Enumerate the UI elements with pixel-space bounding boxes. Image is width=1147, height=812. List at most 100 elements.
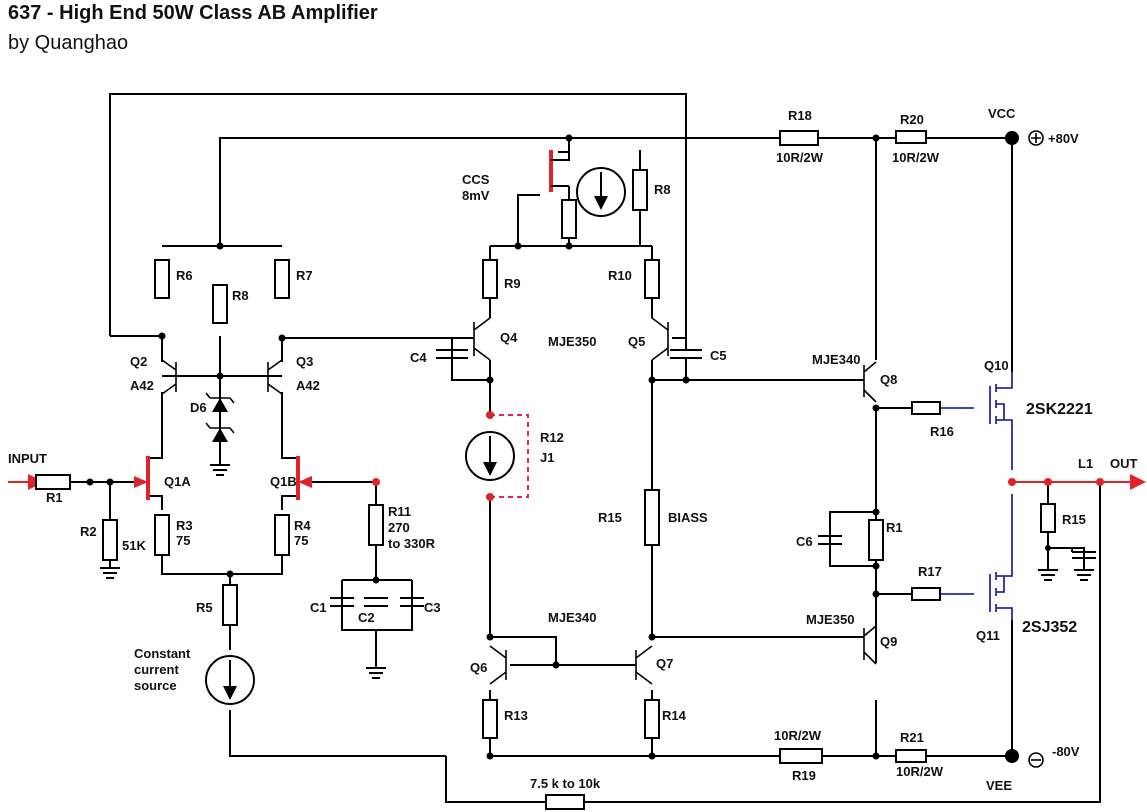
r14-body	[644, 699, 660, 739]
svg-text:R1: R1	[46, 490, 63, 505]
svg-text:Q11: Q11	[976, 628, 1000, 643]
svg-text:Q1A: Q1A	[164, 474, 191, 489]
svg-text:R13: R13	[504, 708, 528, 723]
svg-text:MJE340: MJE340	[548, 610, 596, 625]
output-arrow-icon	[1130, 474, 1146, 490]
bjts	[161, 317, 877, 685]
svg-text:R1: R1	[886, 520, 903, 535]
vcc-label: VCC	[988, 106, 1016, 121]
svg-text:R15: R15	[1062, 512, 1086, 527]
r-ccs-body	[561, 199, 577, 239]
svg-text:R9: R9	[504, 276, 521, 291]
r11-body	[368, 504, 384, 546]
svg-text:C6: C6	[796, 534, 813, 549]
svg-text:R2: R2	[80, 524, 97, 539]
r17-body	[911, 587, 941, 601]
svg-text:R4: R4	[294, 518, 311, 533]
r11-value-2: to 330R	[388, 536, 436, 551]
junction-dots	[86, 131, 1104, 763]
svg-text:J1: J1	[540, 450, 554, 465]
svg-text:R11: R11	[388, 504, 411, 519]
svg-text:Q6: Q6	[470, 660, 487, 675]
wires	[50, 93, 1101, 803]
svg-text:10R/2W: 10R/2W	[776, 150, 824, 165]
ccs-label: CCS	[462, 172, 490, 187]
svg-text:R8: R8	[654, 182, 671, 197]
svg-text:51K: 51K	[122, 538, 146, 553]
svg-text:R10: R10	[608, 268, 632, 283]
ccs-label-2: current	[134, 662, 179, 677]
vee-value: -80V	[1052, 744, 1080, 759]
r2-body	[102, 519, 118, 561]
biass-label: BIASS	[668, 510, 708, 525]
current-sources	[205, 167, 626, 705]
r6-body	[154, 259, 170, 299]
r11-value-1: 270	[388, 520, 410, 535]
r1b-body	[868, 519, 884, 561]
r7-body	[274, 259, 290, 299]
svg-text:R12: R12	[540, 430, 564, 445]
capacitors	[330, 338, 1096, 607]
svg-text:10R/2W: 10R/2W	[896, 764, 944, 779]
svg-text:Q9: Q9	[880, 634, 897, 649]
svg-text:A42: A42	[296, 378, 320, 393]
d6-zeners	[205, 392, 235, 442]
svg-text:R20: R20	[900, 112, 924, 127]
ccs-label-1: Constant	[134, 646, 191, 661]
svg-text:Q8: Q8	[880, 372, 897, 387]
svg-text:2SK2221: 2SK2221	[1026, 401, 1093, 418]
q1a-gate-arrow-icon	[134, 476, 148, 488]
svg-text:Q1B: Q1B	[270, 474, 297, 489]
svg-text:R3: R3	[176, 518, 193, 533]
r8b-body	[632, 169, 648, 211]
r13-body	[482, 699, 498, 739]
svg-text:R6: R6	[176, 268, 193, 283]
out-label: OUT	[1110, 456, 1138, 471]
svg-text:Q10: Q10	[984, 358, 1009, 373]
svg-text:Q7: Q7	[656, 656, 673, 671]
supply-icons	[1028, 130, 1044, 768]
r15b-body	[1040, 503, 1056, 533]
svg-text:Q4: Q4	[500, 330, 518, 345]
svg-text:Q3: Q3	[296, 354, 313, 369]
svg-text:75: 75	[294, 533, 308, 548]
svg-text:R15: R15	[598, 510, 622, 525]
mosfet-leads	[940, 372, 1013, 620]
schematic-labels: VCC +80V -80V VEE INPUT OUT L1 CCS 8mV C…	[8, 106, 1138, 793]
svg-text:C2: C2	[358, 610, 375, 625]
svg-text:R14: R14	[662, 708, 687, 723]
q1b-gate-arrow-icon	[298, 476, 312, 488]
svg-text:R19: R19	[792, 768, 816, 783]
r15-body	[644, 489, 660, 546]
svg-text:Q2: Q2	[130, 354, 147, 369]
svg-text:R21: R21	[900, 730, 924, 745]
rfb-body	[545, 794, 585, 810]
vcc-value: +80V	[1048, 131, 1079, 146]
svg-text:R7: R7	[296, 268, 313, 283]
svg-text:C1: C1	[310, 600, 327, 615]
r10-body	[644, 259, 660, 299]
r20-body	[895, 130, 927, 144]
svg-text:C3: C3	[424, 600, 441, 615]
r9-body	[482, 259, 498, 299]
jfets	[134, 138, 570, 500]
l1-label: L1	[1078, 456, 1093, 471]
r19-body	[779, 748, 823, 764]
svg-text:R17: R17	[918, 564, 942, 579]
r4-body	[274, 514, 290, 556]
svg-text:MJE340: MJE340	[812, 352, 860, 367]
fb-res-value: 7.5 k to 10k	[530, 776, 601, 791]
vee-label: VEE	[986, 778, 1012, 793]
svg-text:10R/2W: 10R/2W	[774, 728, 822, 743]
svg-text:R5: R5	[196, 600, 213, 615]
svg-text:75: 75	[176, 533, 190, 548]
input-label: INPUT	[8, 451, 47, 466]
r3-body	[154, 514, 170, 556]
resistors	[35, 130, 1056, 810]
r8-body	[212, 284, 228, 324]
svg-text:C4: C4	[410, 350, 427, 365]
svg-text:2SJ352: 2SJ352	[1022, 619, 1077, 636]
diagram-title: 637 - High End 50W Class AB Amplifier	[8, 2, 378, 24]
r18-body	[779, 130, 819, 146]
